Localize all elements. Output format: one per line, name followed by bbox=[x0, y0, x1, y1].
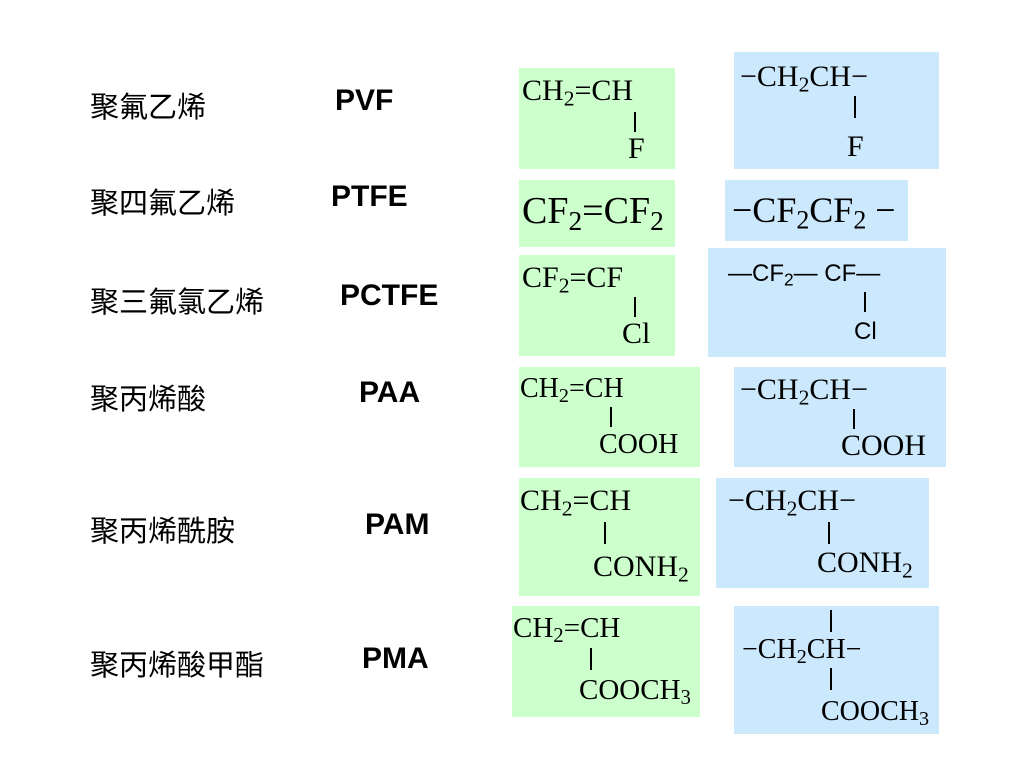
monomer-formula: CF2=CF2 bbox=[522, 190, 664, 236]
polymer-box-pvf: −CH2CH− F bbox=[734, 52, 939, 169]
polymer-name-pctfe: 聚三氟氯乙烯 bbox=[90, 285, 265, 319]
polymer-name-pam: 聚丙烯酰胺 bbox=[90, 514, 236, 548]
monomer-substituent: F bbox=[628, 132, 645, 165]
monomer-box-pctfe: CF2=CF Cl bbox=[519, 255, 675, 356]
polymer-formula: −CF2CF2 − bbox=[732, 190, 896, 235]
polymer-name-paa: 聚丙烯酸 bbox=[90, 382, 207, 416]
monomer-formula-line1: CH2=CH bbox=[520, 373, 624, 408]
bond-line bbox=[604, 522, 606, 544]
polymer-formula-line1: −CH2CH− bbox=[728, 484, 856, 521]
bond-line bbox=[610, 407, 612, 427]
polymer-box-pctfe: —CF2— CF— Cl bbox=[708, 248, 946, 357]
bond-line bbox=[864, 292, 866, 312]
polymer-formula-line1: −CH2CH− bbox=[740, 60, 868, 97]
monomer-substituent: CONH2 bbox=[593, 550, 689, 587]
polymer-box-ptfe: −CF2CF2 − bbox=[725, 180, 908, 241]
polymer-box-pma: −CH2CH− COOCH3 bbox=[734, 606, 939, 734]
polymer-abbr-paa: PAA bbox=[359, 376, 421, 409]
polymer-substituent: Cl bbox=[854, 318, 877, 345]
monomer-substituent: COOH bbox=[599, 429, 679, 460]
monomer-substituent: COOCH3 bbox=[579, 674, 691, 710]
bond-line bbox=[830, 668, 832, 690]
monomer-substituent: Cl bbox=[622, 317, 651, 350]
polymer-name-pvf: 聚氟乙烯 bbox=[90, 90, 207, 124]
bond-line bbox=[634, 112, 636, 132]
monomer-formula-line1: CF2=CF bbox=[522, 261, 624, 298]
polymer-formula-line1: −CH2CH− bbox=[742, 634, 862, 669]
bond-line bbox=[853, 409, 855, 429]
polymer-substituent: COOH bbox=[841, 429, 927, 462]
polymer-name-ptfe: 聚四氟乙烯 bbox=[90, 186, 236, 220]
bond-line-top bbox=[830, 610, 832, 632]
polymer-substituent: COOCH3 bbox=[821, 696, 930, 731]
polymer-abbr-pvf: PVF bbox=[335, 84, 394, 117]
polymer-formula-line1: —CF2— CF— bbox=[728, 260, 881, 290]
monomer-box-pam: CH2=CH CONH2 bbox=[519, 478, 700, 596]
monomer-box-paa: CH2=CH COOH bbox=[519, 367, 700, 467]
polymer-name-pma: 聚丙烯酸甲酯 bbox=[90, 648, 265, 682]
polymer-substituent: CONH2 bbox=[817, 546, 913, 583]
monomer-box-pma: CH2=CH COOCH3 bbox=[512, 606, 700, 717]
polymer-abbr-pctfe: PCTFE bbox=[340, 279, 439, 312]
monomer-formula-line1: CH2=CH bbox=[513, 612, 621, 648]
polymer-box-pam: −CH2CH− CONH2 bbox=[716, 478, 929, 588]
bond-line bbox=[828, 522, 830, 544]
bond-line bbox=[590, 648, 592, 670]
polymer-box-paa: −CH2CH− COOH bbox=[734, 367, 946, 467]
polymer-substituent: F bbox=[847, 130, 864, 163]
polymer-abbr-ptfe: PTFE bbox=[331, 180, 408, 213]
polymer-abbr-pam: PAM bbox=[365, 508, 430, 541]
monomer-formula-line1: CH2=CH bbox=[522, 74, 634, 111]
bond-line bbox=[854, 96, 856, 118]
bond-line bbox=[634, 297, 636, 317]
monomer-box-pvf: CH2=CH F bbox=[519, 68, 675, 169]
polymer-abbr-pma: PMA bbox=[362, 642, 429, 675]
monomer-formula-line1: CH2=CH bbox=[520, 484, 632, 521]
monomer-box-ptfe: CF2=CF2 bbox=[519, 180, 675, 247]
polymer-formula-line1: −CH2CH− bbox=[740, 373, 868, 410]
